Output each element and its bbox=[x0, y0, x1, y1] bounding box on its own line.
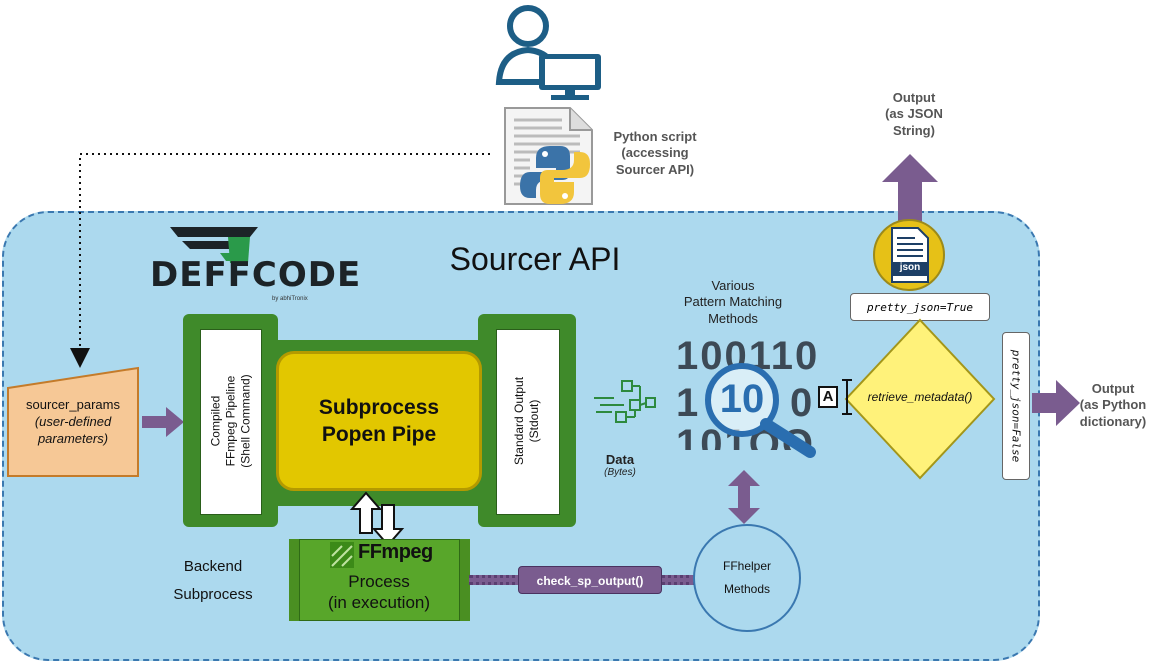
data-label: Data (Bytes) bbox=[604, 452, 636, 478]
output-dict-arrow bbox=[1032, 380, 1080, 426]
api-title: Sourcer API bbox=[449, 241, 621, 277]
script-to-params-connector bbox=[70, 153, 490, 368]
ffmpeg-box-left-edge bbox=[289, 539, 300, 621]
pattern-ffhelper-double-arrow bbox=[728, 470, 760, 524]
logo-byline: by abhiTronix bbox=[272, 296, 308, 302]
pipeline-inner bbox=[200, 329, 262, 515]
pretty-json-true-box: pretty_json=True bbox=[850, 293, 990, 321]
binary-row-2-left: 1 bbox=[676, 381, 699, 425]
ffmpeg-process-label: Process(in execution) bbox=[327, 572, 431, 613]
ffmpeg-box-right-edge bbox=[459, 539, 470, 621]
ffmpeg-logo-icon bbox=[330, 542, 354, 568]
ffmpeg-process-box bbox=[289, 539, 469, 621]
user-computer-icon bbox=[495, 5, 601, 100]
stdout-label: Standard Output(Stdout) bbox=[512, 376, 541, 466]
retrieve-metadata-diamond bbox=[844, 318, 996, 480]
pipe-ffmpeg-exchange-arrows bbox=[349, 491, 405, 547]
binary-row-2-right: 0 bbox=[790, 381, 813, 425]
stdout-inner bbox=[496, 329, 560, 515]
text-cursor-icon: A bbox=[818, 386, 838, 408]
magnifier-digits: 10 bbox=[719, 377, 765, 421]
params-to-pipeline-arrow bbox=[142, 407, 184, 437]
python-document-icon bbox=[504, 107, 593, 205]
output-json-arrow bbox=[882, 154, 938, 222]
deffcode-logo bbox=[170, 227, 258, 263]
text-cursor-bar-icon bbox=[842, 379, 852, 415]
sourcer-params-label: sourcer_params (user-defined parameters) bbox=[26, 397, 120, 446]
sourcer-params-shape bbox=[7, 366, 139, 477]
json-badge-label: json bbox=[899, 262, 921, 273]
magnifier-icon bbox=[705, 363, 816, 458]
check-sp-output-label: check_sp_output() bbox=[518, 566, 662, 594]
data-stream-icon bbox=[594, 380, 656, 423]
pretty-json-false-box bbox=[1002, 332, 1030, 480]
pretty-json-false-label: pretty_json=False bbox=[1009, 349, 1023, 463]
retrieve-metadata-label: retrieve_metadata() bbox=[867, 390, 973, 404]
ffmpeg-logo-text: FFmpeg bbox=[358, 541, 433, 563]
logo-text: DEFFCODE bbox=[150, 255, 362, 295]
json-file-icon bbox=[873, 219, 945, 291]
